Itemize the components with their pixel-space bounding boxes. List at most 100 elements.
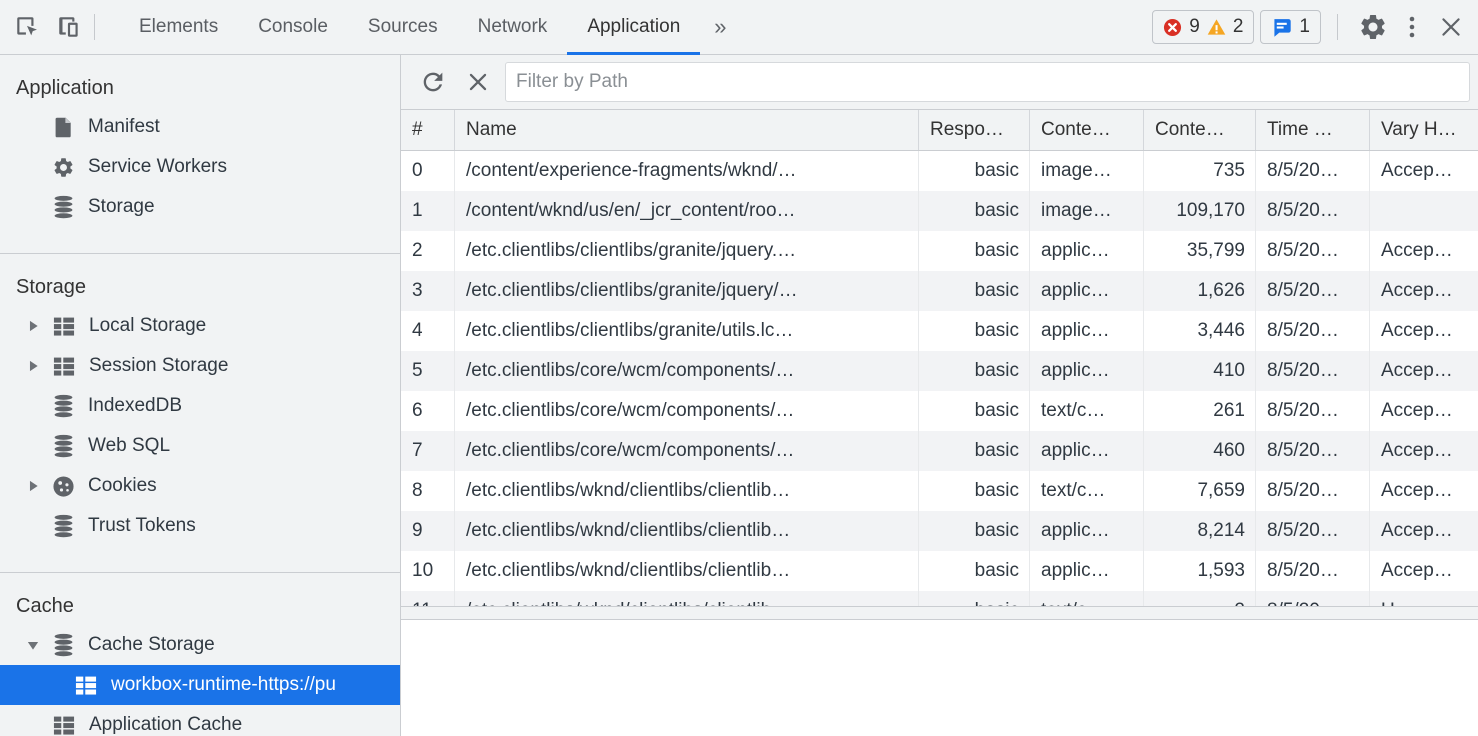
table-row[interactable]: 10/etc.clientlibs/wknd/clientlibs/client… bbox=[401, 551, 1478, 591]
cell-content-length: 735 bbox=[1144, 151, 1256, 191]
sidebar-item-workbox-runtime-cache[interactable]: workbox-runtime-https://pu bbox=[0, 665, 400, 705]
error-count: 9 bbox=[1189, 16, 1200, 37]
sidebar-item-cache-storage[interactable]: Cache Storage bbox=[0, 625, 400, 665]
cell-vary-header: Accep… bbox=[1381, 520, 1453, 541]
tab-network[interactable]: Network bbox=[458, 0, 568, 55]
close-devtools-button[interactable] bbox=[1438, 14, 1464, 40]
clear-x-icon bbox=[469, 73, 487, 91]
refresh-button[interactable] bbox=[419, 68, 447, 96]
sidebar-item-label: Trust Tokens bbox=[88, 515, 196, 536]
gear-icon bbox=[1361, 15, 1385, 39]
cell-content-type: text/c… bbox=[1030, 591, 1144, 606]
warning-count: 2 bbox=[1232, 16, 1244, 37]
settings-button[interactable] bbox=[1358, 12, 1388, 42]
sidebar-item-service-workers[interactable]: Service Workers bbox=[0, 147, 400, 187]
table-row[interactable]: 11/etc.clientlibs/wknd/clientlibs/client… bbox=[401, 591, 1478, 606]
cell-response-type: basic bbox=[919, 591, 1030, 606]
sidebar-item-label: Web SQL bbox=[88, 435, 171, 456]
cell-name: /etc.clientlibs/clientlibs/granite/utils… bbox=[455, 311, 919, 351]
col-header-name[interactable]: Name bbox=[455, 110, 919, 150]
tab-console[interactable]: Console bbox=[238, 0, 348, 55]
cell-content-type: image… bbox=[1030, 151, 1144, 191]
table-row[interactable]: 0/content/experience-fragments/wknd/…bas… bbox=[401, 151, 1478, 191]
col-header-time-cached[interactable]: Time … bbox=[1256, 110, 1370, 150]
console-errors-warnings-badge[interactable]: 9 2 bbox=[1152, 10, 1255, 44]
chevron-down-icon[interactable] bbox=[26, 638, 40, 652]
database-icon bbox=[54, 394, 73, 418]
cell-time-cached: 8/5/20… bbox=[1256, 431, 1370, 471]
sidebar-item-web-sql[interactable]: Web SQL bbox=[0, 426, 400, 466]
cache-entry-preview-pane bbox=[401, 620, 1478, 736]
sidebar-item-storage[interactable]: Storage bbox=[0, 187, 400, 227]
cell-content-length: 2 bbox=[1144, 591, 1256, 606]
cell-vary-header: Accep… bbox=[1381, 240, 1453, 261]
table-row[interactable]: 9/etc.clientlibs/wknd/clientlibs/clientl… bbox=[401, 511, 1478, 551]
table-row[interactable]: 5/etc.clientlibs/core/wcm/components/…ba… bbox=[401, 351, 1478, 391]
cell-index: 4 bbox=[401, 311, 455, 351]
filter-by-path-input[interactable] bbox=[505, 62, 1470, 102]
sidebar-item-application-cache[interactable]: Application Cache bbox=[0, 705, 400, 736]
preview-splitter[interactable] bbox=[401, 606, 1478, 620]
sidebar-item-manifest[interactable]: Manifest bbox=[0, 107, 400, 147]
cell-response-type: basic bbox=[919, 551, 1030, 591]
cell-vary-header: Accep… bbox=[1381, 160, 1453, 181]
tab-elements[interactable]: Elements bbox=[119, 0, 238, 55]
cell-index: 8 bbox=[401, 471, 455, 511]
sidebar-section-application: Application Manifest Service Workers bbox=[0, 55, 400, 253]
toggle-device-toolbar-button[interactable] bbox=[56, 14, 82, 40]
chevron-right-icon[interactable] bbox=[26, 359, 40, 373]
cell-response-type: basic bbox=[919, 271, 1030, 311]
chevron-right-icon[interactable] bbox=[26, 319, 40, 333]
col-header-content-type[interactable]: Conte… bbox=[1030, 110, 1144, 150]
cell-time-cached: 8/5/20… bbox=[1256, 351, 1370, 391]
cell-content-length: 460 bbox=[1144, 431, 1256, 471]
table-row[interactable]: 8/etc.clientlibs/wknd/clientlibs/clientl… bbox=[401, 471, 1478, 511]
refresh-icon bbox=[423, 72, 443, 92]
sidebar-item-label: Service Workers bbox=[88, 156, 228, 177]
col-header-vary-header[interactable]: Vary H… bbox=[1381, 119, 1457, 140]
more-tabs-button[interactable]: » bbox=[700, 0, 740, 55]
panel-tabs: Elements Console Sources Network Applica… bbox=[119, 0, 741, 55]
table-row[interactable]: 1/content/wknd/us/en/_jcr_content/roo…ba… bbox=[401, 191, 1478, 231]
sidebar-item-session-storage[interactable]: Session Storage bbox=[0, 346, 400, 386]
device-toolbar-icon bbox=[59, 17, 78, 37]
cell-index: 2 bbox=[401, 231, 455, 271]
table-row[interactable]: 7/etc.clientlibs/core/wcm/components/…ba… bbox=[401, 431, 1478, 471]
tab-sources[interactable]: Sources bbox=[348, 0, 458, 55]
sidebar-item-label: Session Storage bbox=[89, 355, 229, 376]
inspect-element-button[interactable] bbox=[14, 14, 40, 40]
cache-storage-view: # Name Respo… Conte… Conte… Time … Vary … bbox=[401, 55, 1478, 736]
col-header-response-type[interactable]: Respo… bbox=[919, 110, 1030, 150]
tab-application[interactable]: Application bbox=[567, 0, 701, 55]
cache-filter-bar bbox=[401, 55, 1478, 110]
cell-response-type: basic bbox=[919, 151, 1030, 191]
sidebar-item-cookies[interactable]: Cookies bbox=[0, 466, 400, 506]
cell-index: 7 bbox=[401, 431, 455, 471]
cell-vary-header: Accep… bbox=[1381, 320, 1453, 341]
cell-response-type: basic bbox=[919, 431, 1030, 471]
issues-badge[interactable]: 1 bbox=[1260, 10, 1321, 44]
cell-content-type: applic… bbox=[1030, 351, 1144, 391]
table-icon bbox=[53, 317, 75, 336]
table-row[interactable]: 3/etc.clientlibs/clientlibs/granite/jque… bbox=[401, 271, 1478, 311]
table-row[interactable]: 2/etc.clientlibs/clientlibs/granite/jque… bbox=[401, 231, 1478, 271]
table-row[interactable]: 4/etc.clientlibs/clientlibs/granite/util… bbox=[401, 311, 1478, 351]
clear-button[interactable] bbox=[465, 69, 491, 95]
cell-content-length: 1,626 bbox=[1144, 271, 1256, 311]
cell-vary-header: Accep… bbox=[1381, 360, 1453, 381]
warning-icon bbox=[1207, 18, 1226, 35]
chevron-right-icon[interactable] bbox=[26, 479, 40, 493]
col-header-index[interactable]: # bbox=[401, 110, 455, 150]
sidebar-item-indexeddb[interactable]: IndexedDB bbox=[0, 386, 400, 426]
cell-name: /etc.clientlibs/wknd/clientlibs/clientli… bbox=[455, 591, 919, 606]
col-header-content-length[interactable]: Conte… bbox=[1144, 110, 1256, 150]
more-options-button[interactable] bbox=[1400, 14, 1424, 40]
cell-name: /etc.clientlibs/wknd/clientlibs/clientli… bbox=[455, 551, 919, 591]
gear-icon bbox=[54, 157, 73, 177]
sidebar-item-local-storage[interactable]: Local Storage bbox=[0, 306, 400, 346]
cell-time-cached: 8/5/20… bbox=[1256, 311, 1370, 351]
cell-content-type: text/c… bbox=[1030, 471, 1144, 511]
table-row[interactable]: 6/etc.clientlibs/core/wcm/components/…ba… bbox=[401, 391, 1478, 431]
sidebar-item-trust-tokens[interactable]: Trust Tokens bbox=[0, 506, 400, 546]
